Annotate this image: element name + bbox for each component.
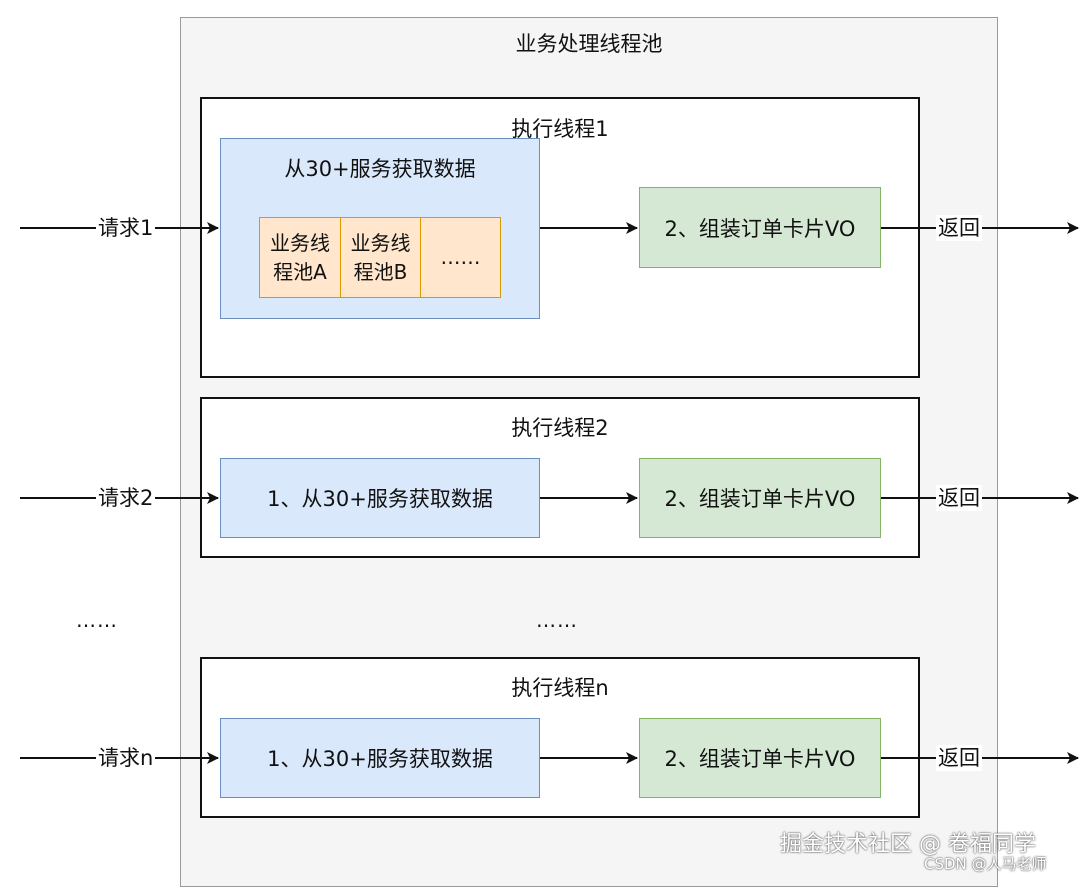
subpool-b: 业务线程池B bbox=[340, 217, 421, 298]
thread-1-title: 执行线程1 bbox=[511, 117, 609, 141]
return-n-label: 返回 bbox=[936, 745, 982, 771]
watermark-csdn: CSDN @人马老师 bbox=[924, 855, 1047, 873]
return-2-label: 返回 bbox=[936, 485, 982, 511]
thread-n-assemble-box: 2、组装订单卡片VO bbox=[639, 718, 881, 798]
thread-n-title: 执行线程n bbox=[511, 676, 609, 700]
return-1-label: 返回 bbox=[936, 215, 982, 241]
subpool-a-label: 业务线程池A bbox=[270, 230, 330, 284]
subpool-b-label: 业务线程池B bbox=[350, 230, 411, 284]
ellipsis-center: …… bbox=[536, 608, 578, 632]
thread-n-fetch-label: 1、从30+服务获取数据 bbox=[267, 747, 493, 771]
request-n-label: 请求n bbox=[96, 745, 156, 771]
thread-2-assemble-box: 2、组装订单卡片VO bbox=[639, 458, 881, 538]
thread-2-assemble-label: 2、组装订单卡片VO bbox=[664, 487, 856, 511]
thread-1-assemble-box: 2、组装订单卡片VO bbox=[639, 187, 881, 268]
thread-2-title: 执行线程2 bbox=[511, 416, 609, 440]
thread-1-fetch-label: 从30+服务获取数据 bbox=[284, 157, 476, 181]
subpool-more-label: …… bbox=[440, 245, 481, 269]
thread-pool-title: 业务处理线程池 bbox=[515, 32, 663, 56]
subpool-more: …… bbox=[420, 217, 501, 298]
request-2-label: 请求2 bbox=[96, 485, 156, 511]
thread-n-fetch-box: 1、从30+服务获取数据 bbox=[220, 718, 540, 798]
request-1-label: 请求1 bbox=[96, 215, 156, 241]
thread-n-assemble-label: 2、组装订单卡片VO bbox=[664, 747, 856, 771]
watermark-juejin: 掘金技术社区 @ 卷福同学 bbox=[780, 832, 1036, 857]
thread-2-fetch-box: 1、从30+服务获取数据 bbox=[220, 458, 540, 538]
subpool-a: 业务线程池A bbox=[259, 217, 341, 298]
thread-1-assemble-label: 2、组装订单卡片VO bbox=[664, 216, 856, 241]
thread-2-fetch-label: 1、从30+服务获取数据 bbox=[267, 487, 493, 511]
ellipsis-left: …… bbox=[76, 608, 118, 632]
